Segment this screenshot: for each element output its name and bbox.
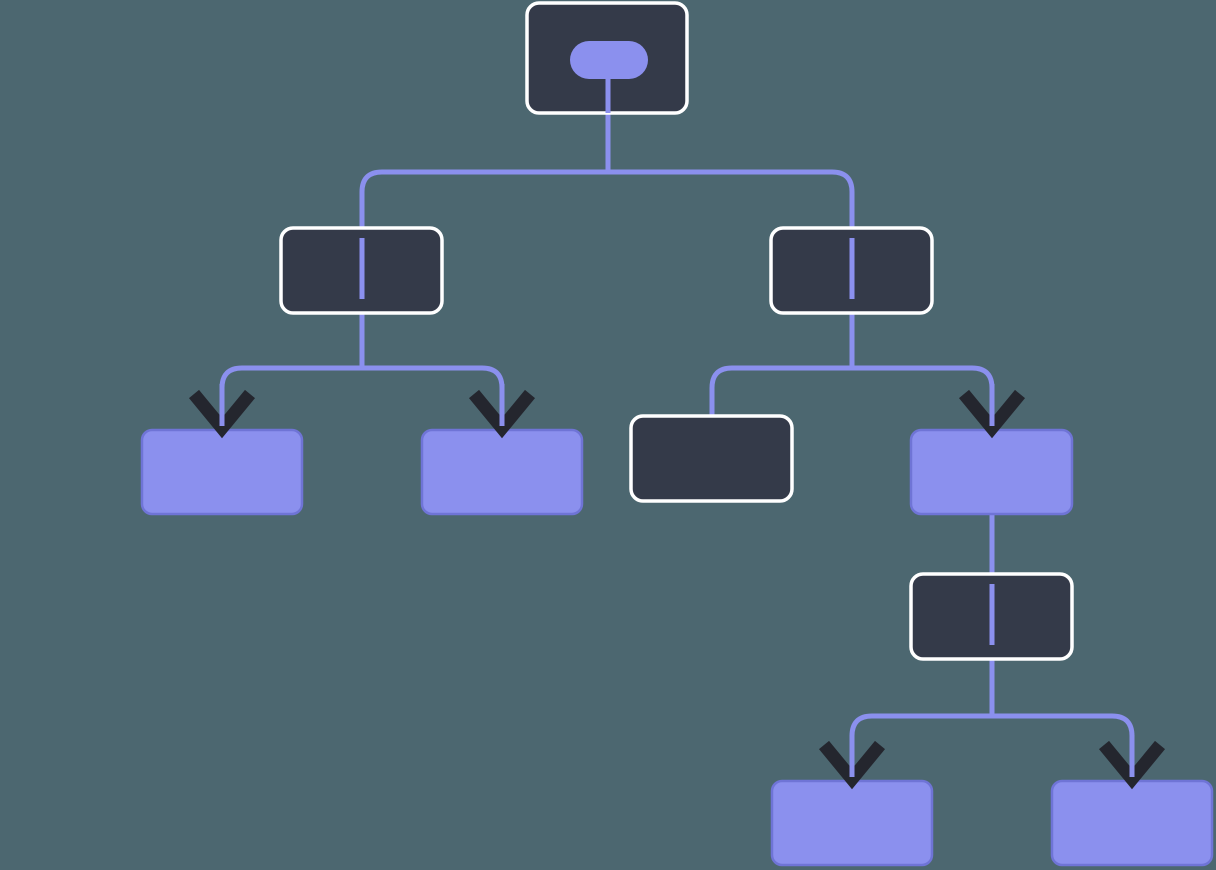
node-n-r4a[interactable]: [770, 779, 934, 867]
node-inner-layer: [359, 41, 995, 645]
arrowhead-n-r3-to-n-r4b: [1098, 740, 1166, 790]
edge-root-to-n-r1: [605, 113, 855, 238]
node-n-l2a[interactable]: [140, 428, 304, 516]
arrows-layer: [188, 384, 1166, 790]
node-n-r2a[interactable]: [629, 414, 794, 503]
node-n-r4b[interactable]: [1050, 779, 1214, 867]
arrowhead-n-r3-to-n-r4a: [818, 740, 886, 790]
arrowhead-n-l1-to-n-l2a: [188, 389, 256, 439]
arrowhead-n-l1-to-n-l2b: [468, 389, 536, 439]
node-n-r2b[interactable]: [909, 428, 1074, 516]
edge-n-r1-to-n-r2a: [709, 299, 855, 418]
arrowhead-n-r1-to-n-r2b: [958, 389, 1026, 439]
node-root-pill-indicator: [570, 41, 648, 79]
edge-root-to-n-l1: [359, 113, 611, 238]
node-n-l2b[interactable]: [420, 428, 584, 516]
nodes-layer: [140, 1, 1214, 867]
